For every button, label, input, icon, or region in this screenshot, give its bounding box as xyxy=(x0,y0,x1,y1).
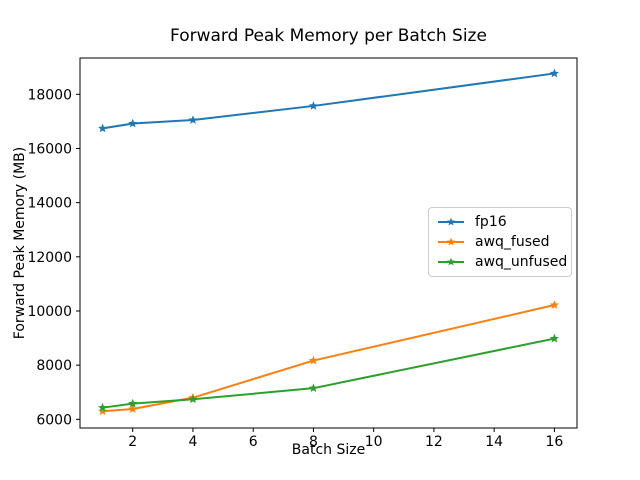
star-marker-icon xyxy=(446,217,456,226)
legend-line-marker-awq-unfused xyxy=(438,257,464,266)
chart-title: Forward Peak Memory per Batch Size xyxy=(170,26,487,46)
legend-item-awq-unfused: awq_unfused xyxy=(436,253,568,270)
axes-frame xyxy=(79,57,578,429)
legend-item-awq-fused: awq_fused xyxy=(436,233,564,250)
series-marker-awq_fused-x8 xyxy=(308,355,318,365)
star-marker-icon xyxy=(446,237,456,246)
y-tick-label-6000: 6000 xyxy=(36,412,72,428)
series-marker-fp16-x16 xyxy=(549,68,559,78)
series-line-awq_unfused xyxy=(101,337,556,409)
series-marker-fp16-x2 xyxy=(128,118,138,128)
x-axis-label: Batch Size xyxy=(291,442,366,458)
legend-item-label: awq_fused xyxy=(475,233,550,250)
y-tick-label-18000: 18000 xyxy=(27,87,72,103)
x-tick-label-6: 6 xyxy=(249,434,258,450)
series-marker-awq_fused-x1 xyxy=(98,406,108,416)
series-marker-awq_unfused-x2 xyxy=(128,398,138,408)
y-tick-label-16000: 16000 xyxy=(27,141,72,157)
series-marker-awq_unfused-x8 xyxy=(308,383,318,393)
x-tick-label-14: 14 xyxy=(485,434,503,450)
series-marker-awq_fused-x2 xyxy=(128,404,138,413)
y-tick-label-8000: 8000 xyxy=(36,358,72,374)
x-tick-label-12: 12 xyxy=(425,434,443,450)
legend: fp16 awq_fused awq_unfused xyxy=(428,207,572,277)
x-tick-label-10: 10 xyxy=(365,434,383,450)
legend-item-fp16: fp16 xyxy=(436,213,564,230)
series-line-awq_fused xyxy=(101,304,556,413)
y-tick-label-14000: 14000 xyxy=(27,196,72,212)
legend-line-marker-fp16 xyxy=(438,217,464,226)
series-marker-fp16-x1 xyxy=(98,123,108,133)
legend-item-label: awq_unfused xyxy=(475,253,568,270)
series-marker-fp16-x4 xyxy=(188,115,198,124)
x-tick-label-4: 4 xyxy=(188,434,197,450)
series-marker-awq_unfused-x4 xyxy=(188,394,198,404)
series-marker-awq_unfused-x16 xyxy=(549,333,559,343)
series-line-fp16 xyxy=(101,72,556,130)
series-marker-awq_unfused-x1 xyxy=(98,402,108,412)
legend-line-marker-awq-fused xyxy=(438,237,464,246)
y-tick-label-10000: 10000 xyxy=(27,304,72,320)
series-marker-awq_fused-x16 xyxy=(549,300,559,309)
y-tick-label-12000: 12000 xyxy=(27,250,72,266)
x-tick-label-8: 8 xyxy=(309,434,318,450)
series-marker-fp16-x8 xyxy=(308,101,318,110)
x-tick-label-2: 2 xyxy=(128,434,137,450)
x-tick-label-16: 16 xyxy=(545,434,563,450)
legend-item-label: fp16 xyxy=(475,213,507,230)
star-marker-icon xyxy=(446,257,456,266)
